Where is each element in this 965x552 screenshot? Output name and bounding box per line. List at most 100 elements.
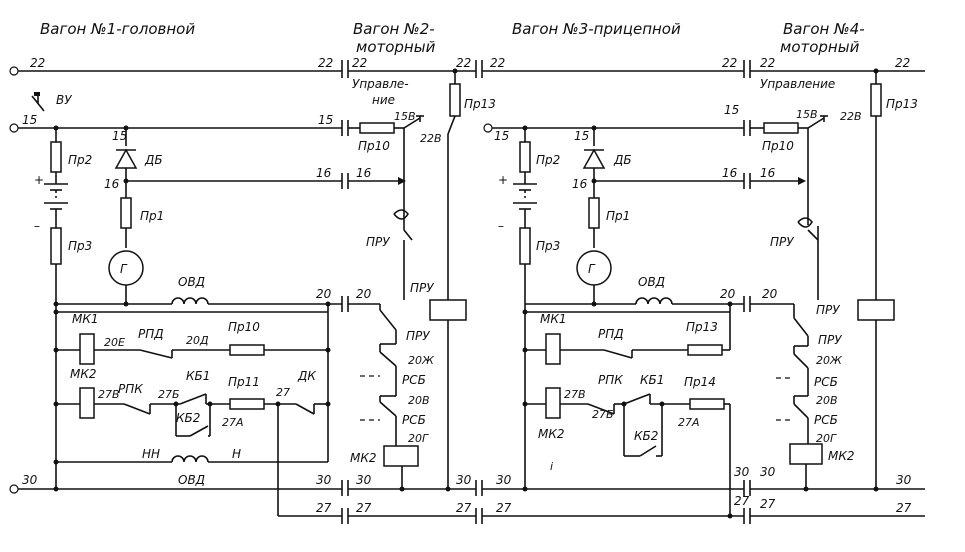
wire-15-label: 15 bbox=[112, 129, 127, 143]
wire-20-label: 20 bbox=[720, 287, 736, 301]
vu-label: ВУ bbox=[56, 93, 72, 107]
pru-label: ПРУ bbox=[770, 235, 794, 249]
rpk-label: РПК bbox=[598, 373, 623, 387]
pru-label: ПРУ bbox=[406, 329, 430, 343]
generator-label: Г bbox=[588, 262, 596, 276]
rsb-label: РСБ bbox=[402, 373, 426, 387]
wire-16-label: 16 bbox=[356, 166, 372, 180]
control-label: Управление bbox=[760, 77, 835, 91]
fuse-pr2 bbox=[50, 141, 62, 173]
ovd-label: ОВД bbox=[178, 275, 205, 289]
wire-30-label: 30 bbox=[22, 473, 38, 487]
wire-22-label: 22 bbox=[722, 56, 737, 70]
nn-label: НН bbox=[142, 447, 160, 461]
wire-30-label: 30 bbox=[316, 473, 332, 487]
car-2-circuit: Управле- ние Пр10 15B 22B Пр13 16 ПРУ ПР… bbox=[348, 68, 496, 517]
mk2-label: МК2 bbox=[350, 451, 377, 465]
minus-sign: – bbox=[498, 219, 504, 233]
wire-22-label: 22 bbox=[490, 56, 505, 70]
fuse-pr3 bbox=[50, 227, 62, 265]
wire-22-label: 22 bbox=[456, 56, 471, 70]
wire-22-label: 22 bbox=[318, 56, 333, 70]
wire-20v-label: 20В bbox=[408, 394, 430, 407]
coil-mk2-car3 bbox=[545, 387, 561, 419]
wire-20-label: 20 bbox=[762, 287, 778, 301]
wire-27-label: 27 bbox=[734, 494, 750, 508]
wire-30-label: 30 bbox=[896, 473, 912, 487]
wire-27-label: 27 bbox=[356, 501, 372, 515]
coil-pru-car4 bbox=[857, 299, 895, 321]
wire-30-label: 30 bbox=[734, 465, 750, 479]
pru-label: ПРУ bbox=[816, 303, 840, 317]
wire-22-label: 22 bbox=[760, 56, 775, 70]
coil-mk2-car2 bbox=[383, 445, 419, 467]
rpd-label: РПД bbox=[598, 327, 624, 341]
wire-20-label: 20 bbox=[356, 287, 372, 301]
generator-label: Г bbox=[120, 262, 128, 276]
coil-mk2 bbox=[79, 387, 95, 419]
fuse-pr1-car3 bbox=[588, 197, 600, 229]
fuse-pr13-car4 bbox=[870, 83, 882, 117]
coil-mk1-car3 bbox=[545, 333, 561, 365]
rpd-label: РПД bbox=[138, 327, 164, 341]
train-line-22: 22 22 22 22 22 22 22 22 bbox=[9, 56, 925, 76]
mk2-label: МК2 bbox=[828, 449, 855, 463]
wire-16-label: 16 bbox=[104, 177, 120, 191]
wire-20g-label: 20Г bbox=[816, 432, 837, 445]
pr14-label: Пр14 bbox=[684, 375, 716, 389]
wire-30-label: 30 bbox=[456, 473, 472, 487]
control-label: Управле- bbox=[352, 77, 409, 91]
wire-27-label: 27 bbox=[896, 501, 912, 515]
wire-27v-label: 27В bbox=[564, 388, 586, 401]
pru-label: ПРУ bbox=[818, 333, 842, 347]
fuse-pr2-car3 bbox=[519, 141, 531, 173]
wire-22-label: 22 bbox=[895, 56, 910, 70]
header-car-4-line-2: моторный bbox=[780, 38, 860, 56]
wire-22-label: 22 bbox=[30, 56, 45, 70]
wire-15-label: 15 bbox=[574, 129, 589, 143]
db-label: ДБ bbox=[613, 153, 632, 167]
mk2-label: МК2 bbox=[70, 367, 97, 381]
coil-mk2-car4 bbox=[789, 443, 823, 465]
plus-sign: + bbox=[498, 173, 508, 187]
wire-15b-label: 15B bbox=[394, 110, 416, 123]
wire-15-label: 15 bbox=[724, 103, 739, 117]
fuse-pr14 bbox=[689, 398, 725, 410]
wire-27-label: 27 bbox=[456, 501, 472, 515]
pru-label: ПРУ bbox=[366, 235, 390, 249]
wire-22b-label: 22B bbox=[420, 132, 442, 145]
wire-20zh-label: 20Ж bbox=[816, 354, 843, 367]
car-4-circuit: Управление Пр10 15B 22B Пр13 16 ПРУ ПРУ bbox=[750, 68, 925, 517]
wire-20d-label: 20Д bbox=[186, 334, 209, 347]
wire-27b-label: 27Б bbox=[158, 388, 180, 401]
wire-16-label: 16 bbox=[722, 166, 738, 180]
wire-27v-label: 27В bbox=[98, 388, 120, 401]
header-car-1: Вагон №1-головной bbox=[40, 20, 195, 38]
dk-label: ДК bbox=[297, 369, 316, 383]
wire-27b-label: 27Б bbox=[592, 408, 614, 421]
plus-sign: + bbox=[34, 173, 44, 187]
mk1-label: МК1 bbox=[540, 312, 567, 326]
pr1-label: Пр1 bbox=[140, 209, 164, 223]
coil-nn-n bbox=[171, 455, 209, 463]
wire-30-label: 30 bbox=[760, 465, 776, 479]
wire-15-label: 15 bbox=[22, 113, 37, 127]
wire-27-label: 27 bbox=[496, 501, 512, 515]
fuse-pr10-car2 bbox=[359, 122, 395, 134]
minus-sign: – bbox=[34, 219, 40, 233]
header-car-2-line-2: моторный bbox=[356, 38, 436, 56]
rsb-label: РСБ bbox=[814, 413, 838, 427]
car-1-circuit: ВУ 15 15 Пр2 + – Пр3 15 ДБ 16 1 bbox=[9, 92, 342, 517]
kb2-label: КБ2 bbox=[176, 411, 200, 425]
fuse-pr10-car1 bbox=[229, 344, 265, 356]
fuse-pr10-car4 bbox=[763, 122, 799, 134]
wire-15b-label: 15B bbox=[796, 108, 818, 121]
wire-15-label: 15 bbox=[494, 129, 509, 143]
wire-16-label: 16 bbox=[316, 166, 332, 180]
wire-30-label: 30 bbox=[496, 473, 512, 487]
n-label: Н bbox=[232, 447, 241, 461]
pr13-label: Пр13 bbox=[886, 97, 918, 111]
wire-27-label: 27 bbox=[760, 497, 776, 511]
fuse-pr3-car3 bbox=[519, 227, 531, 265]
